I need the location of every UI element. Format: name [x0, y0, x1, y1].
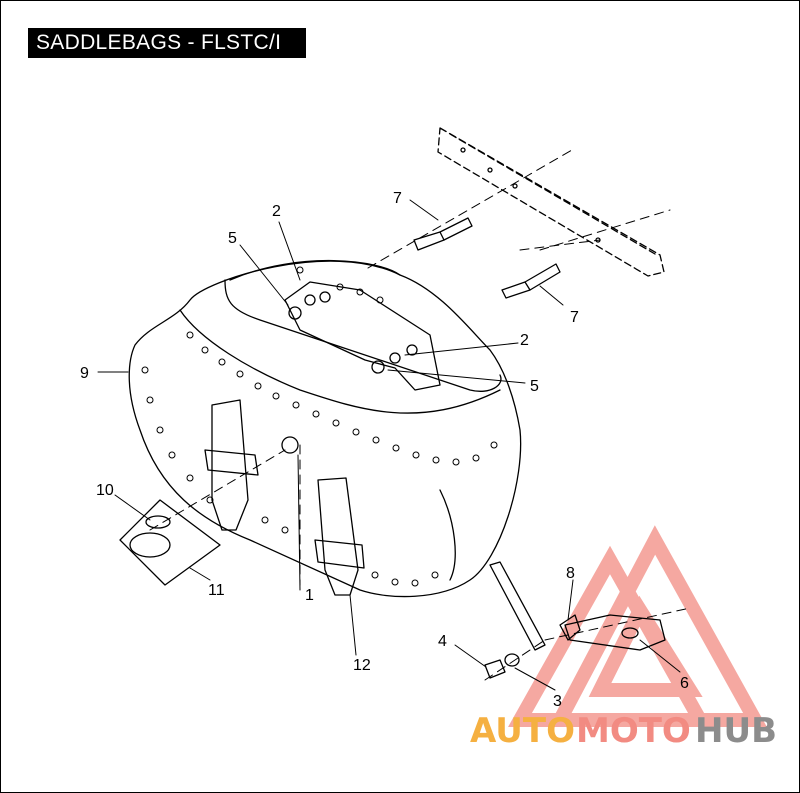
- watermark-logo: [508, 525, 767, 727]
- callout-7-right: 7: [570, 309, 579, 326]
- callout-2-right: 2: [520, 332, 529, 349]
- callout-12: 12: [353, 657, 371, 674]
- callout-labels: 1 2 2 3 4 5 5 6 7 7 8 9 10 11 12: [80, 190, 689, 710]
- watermark-moto: MOTO: [576, 711, 691, 751]
- callout-10: 10: [96, 482, 114, 499]
- callout-9: 9: [80, 365, 89, 382]
- watermark-text: AUTO MOTO HUB: [470, 711, 777, 751]
- callout-7-top: 7: [393, 190, 402, 207]
- callout-6: 6: [680, 675, 689, 692]
- callout-8: 8: [566, 565, 575, 582]
- support-rail: [437, 127, 665, 277]
- callout-2-top: 2: [272, 203, 281, 220]
- mounting-bracket: [284, 281, 441, 391]
- callout-5-top: 5: [228, 230, 237, 247]
- alignment-lines: [149, 149, 691, 681]
- callout-11: 11: [208, 582, 225, 599]
- stud-lower: [501, 263, 561, 299]
- leader-lines: [97, 199, 681, 691]
- diagram-title: SADDLEBAGS - FLSTC/I: [28, 28, 306, 58]
- watermark-auto: AUTO: [470, 711, 575, 751]
- callout-5-right: 5: [530, 378, 539, 395]
- stud-upper: [413, 217, 473, 251]
- callout-4: 4: [438, 633, 447, 650]
- callout-1: 1: [305, 587, 314, 604]
- lower-stay: [484, 561, 666, 679]
- watermark-hub: HUB: [695, 711, 777, 751]
- reflector: [119, 436, 299, 586]
- saddlebag: [128, 259, 522, 598]
- callout-3: 3: [553, 693, 562, 710]
